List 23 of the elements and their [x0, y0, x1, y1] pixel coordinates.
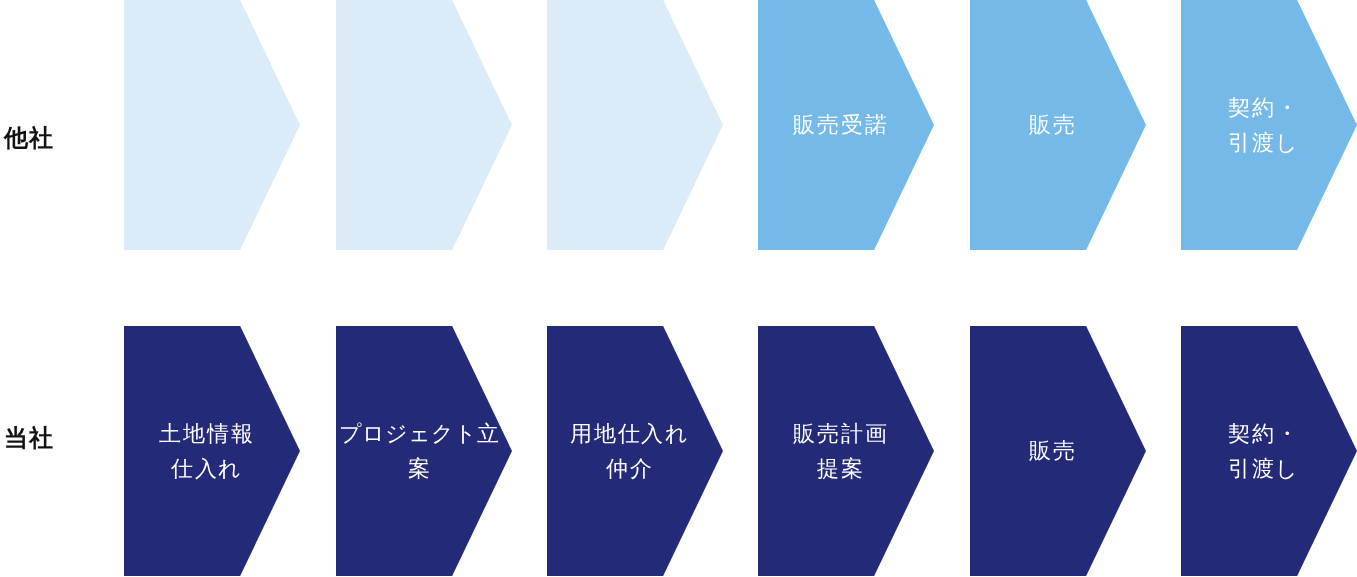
step-label: 土地情報仕入れ [158, 419, 256, 483]
step-label: 契約・引渡し [1226, 419, 1302, 483]
row-label: 当社 [4, 423, 55, 454]
step-label: 販売 [1028, 111, 1078, 140]
chevron-step [758, 0, 934, 250]
chevron-step [336, 326, 512, 576]
chevron-step [758, 326, 934, 576]
row-label: 他社 [4, 123, 55, 154]
chevron-step [1181, 0, 1357, 250]
step-label: 契約・引渡し [1226, 93, 1302, 157]
empty-chevron-step [547, 0, 723, 250]
step-label: 販売計画提案 [792, 419, 890, 483]
step-label: 用地仕入れ仲介 [569, 419, 691, 483]
step-label: 販売受諾 [792, 111, 890, 140]
chevron-step [970, 326, 1146, 576]
step-label: プロジェクト立案 [338, 419, 500, 483]
chevron-step [547, 326, 723, 576]
chevron-step [1181, 326, 1357, 576]
empty-chevron-step [336, 0, 512, 250]
chevron-step [124, 326, 300, 576]
empty-chevron-step [124, 0, 300, 250]
step-label: 販売 [1028, 437, 1078, 466]
chevron-step [970, 0, 1146, 250]
